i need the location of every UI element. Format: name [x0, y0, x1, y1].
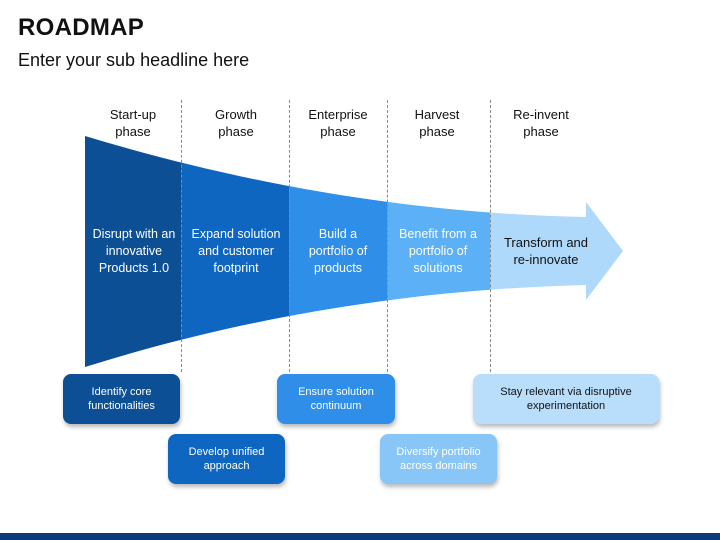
phase-divider: [387, 100, 388, 372]
phase-label-enterprise: Enterprise phase: [308, 107, 368, 139]
funnel-segment-startup: [85, 136, 182, 367]
milestone-develop-unified: Develop unified approach: [168, 434, 285, 484]
phase-label-startup: Start-up phase: [109, 107, 157, 139]
milestone-diversify-portfolio: Diversify portfolio across domains: [380, 434, 497, 484]
milestone-ensure-continuum: Ensure solution continuum: [277, 374, 395, 424]
milestone-stay-relevant: Stay relevant via disruptive experimenta…: [473, 374, 659, 424]
phase-divider: [490, 100, 491, 372]
phase-label-reinvent: Re-invent phase: [513, 107, 569, 139]
page-subtitle: Enter your sub headline here: [18, 50, 250, 70]
phase-description-growth: Expand solution and customer footprint: [191, 227, 281, 275]
phase-description-reinvent: Transform and re-innovate: [503, 235, 589, 267]
page-title: ROADMAP: [18, 14, 145, 41]
phase-divider: [181, 100, 182, 372]
footer-bar: [0, 533, 720, 540]
phase-label-harvest: Harvest phase: [414, 107, 460, 139]
phase-description-startup: Disrupt with an innovative Products 1.0: [92, 227, 176, 275]
phase-divider: [289, 100, 290, 372]
milestone-identify-core: Identify core functionalities: [63, 374, 180, 424]
phase-label-growth: Growth phase: [215, 107, 257, 139]
phase-description-harvest: Benefit from a portfolio of solutions: [399, 227, 477, 275]
phase-description-enterprise: Build a portfolio of products: [308, 227, 368, 275]
